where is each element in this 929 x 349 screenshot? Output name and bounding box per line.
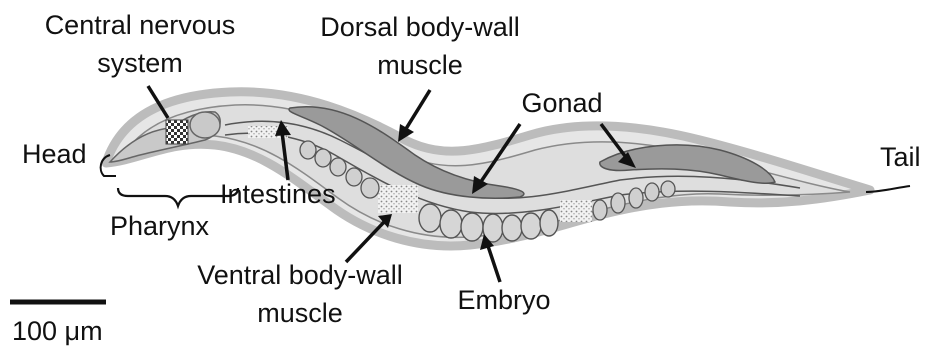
label-scale: 100 μm [12, 316, 103, 346]
label-embryo: Embryo [457, 285, 550, 315]
nerve-ring [166, 120, 188, 144]
label-cns-line1: Central nervous [45, 10, 236, 40]
label-cns-line2: system [97, 48, 183, 78]
label-head: Head [22, 139, 87, 169]
label-dorsal-line2: muscle [377, 50, 463, 80]
intestine-granules-3 [560, 200, 592, 222]
dorsal-pointer [404, 90, 430, 132]
intestine-granules-2 [378, 185, 418, 213]
label-tail: Tail [880, 142, 921, 172]
label-dorsal-line1: Dorsal body-wall [320, 12, 520, 42]
label-pharynx: Pharynx [110, 211, 210, 241]
label-ventral-line1: Ventral body-wall [197, 260, 403, 290]
label-ventral-line2: muscle [257, 298, 343, 328]
label-gonad: Gonad [521, 88, 602, 118]
embryo-pointer [488, 246, 500, 282]
label-intestines: Intestines [220, 179, 336, 209]
pharynx-bulb [190, 112, 220, 138]
